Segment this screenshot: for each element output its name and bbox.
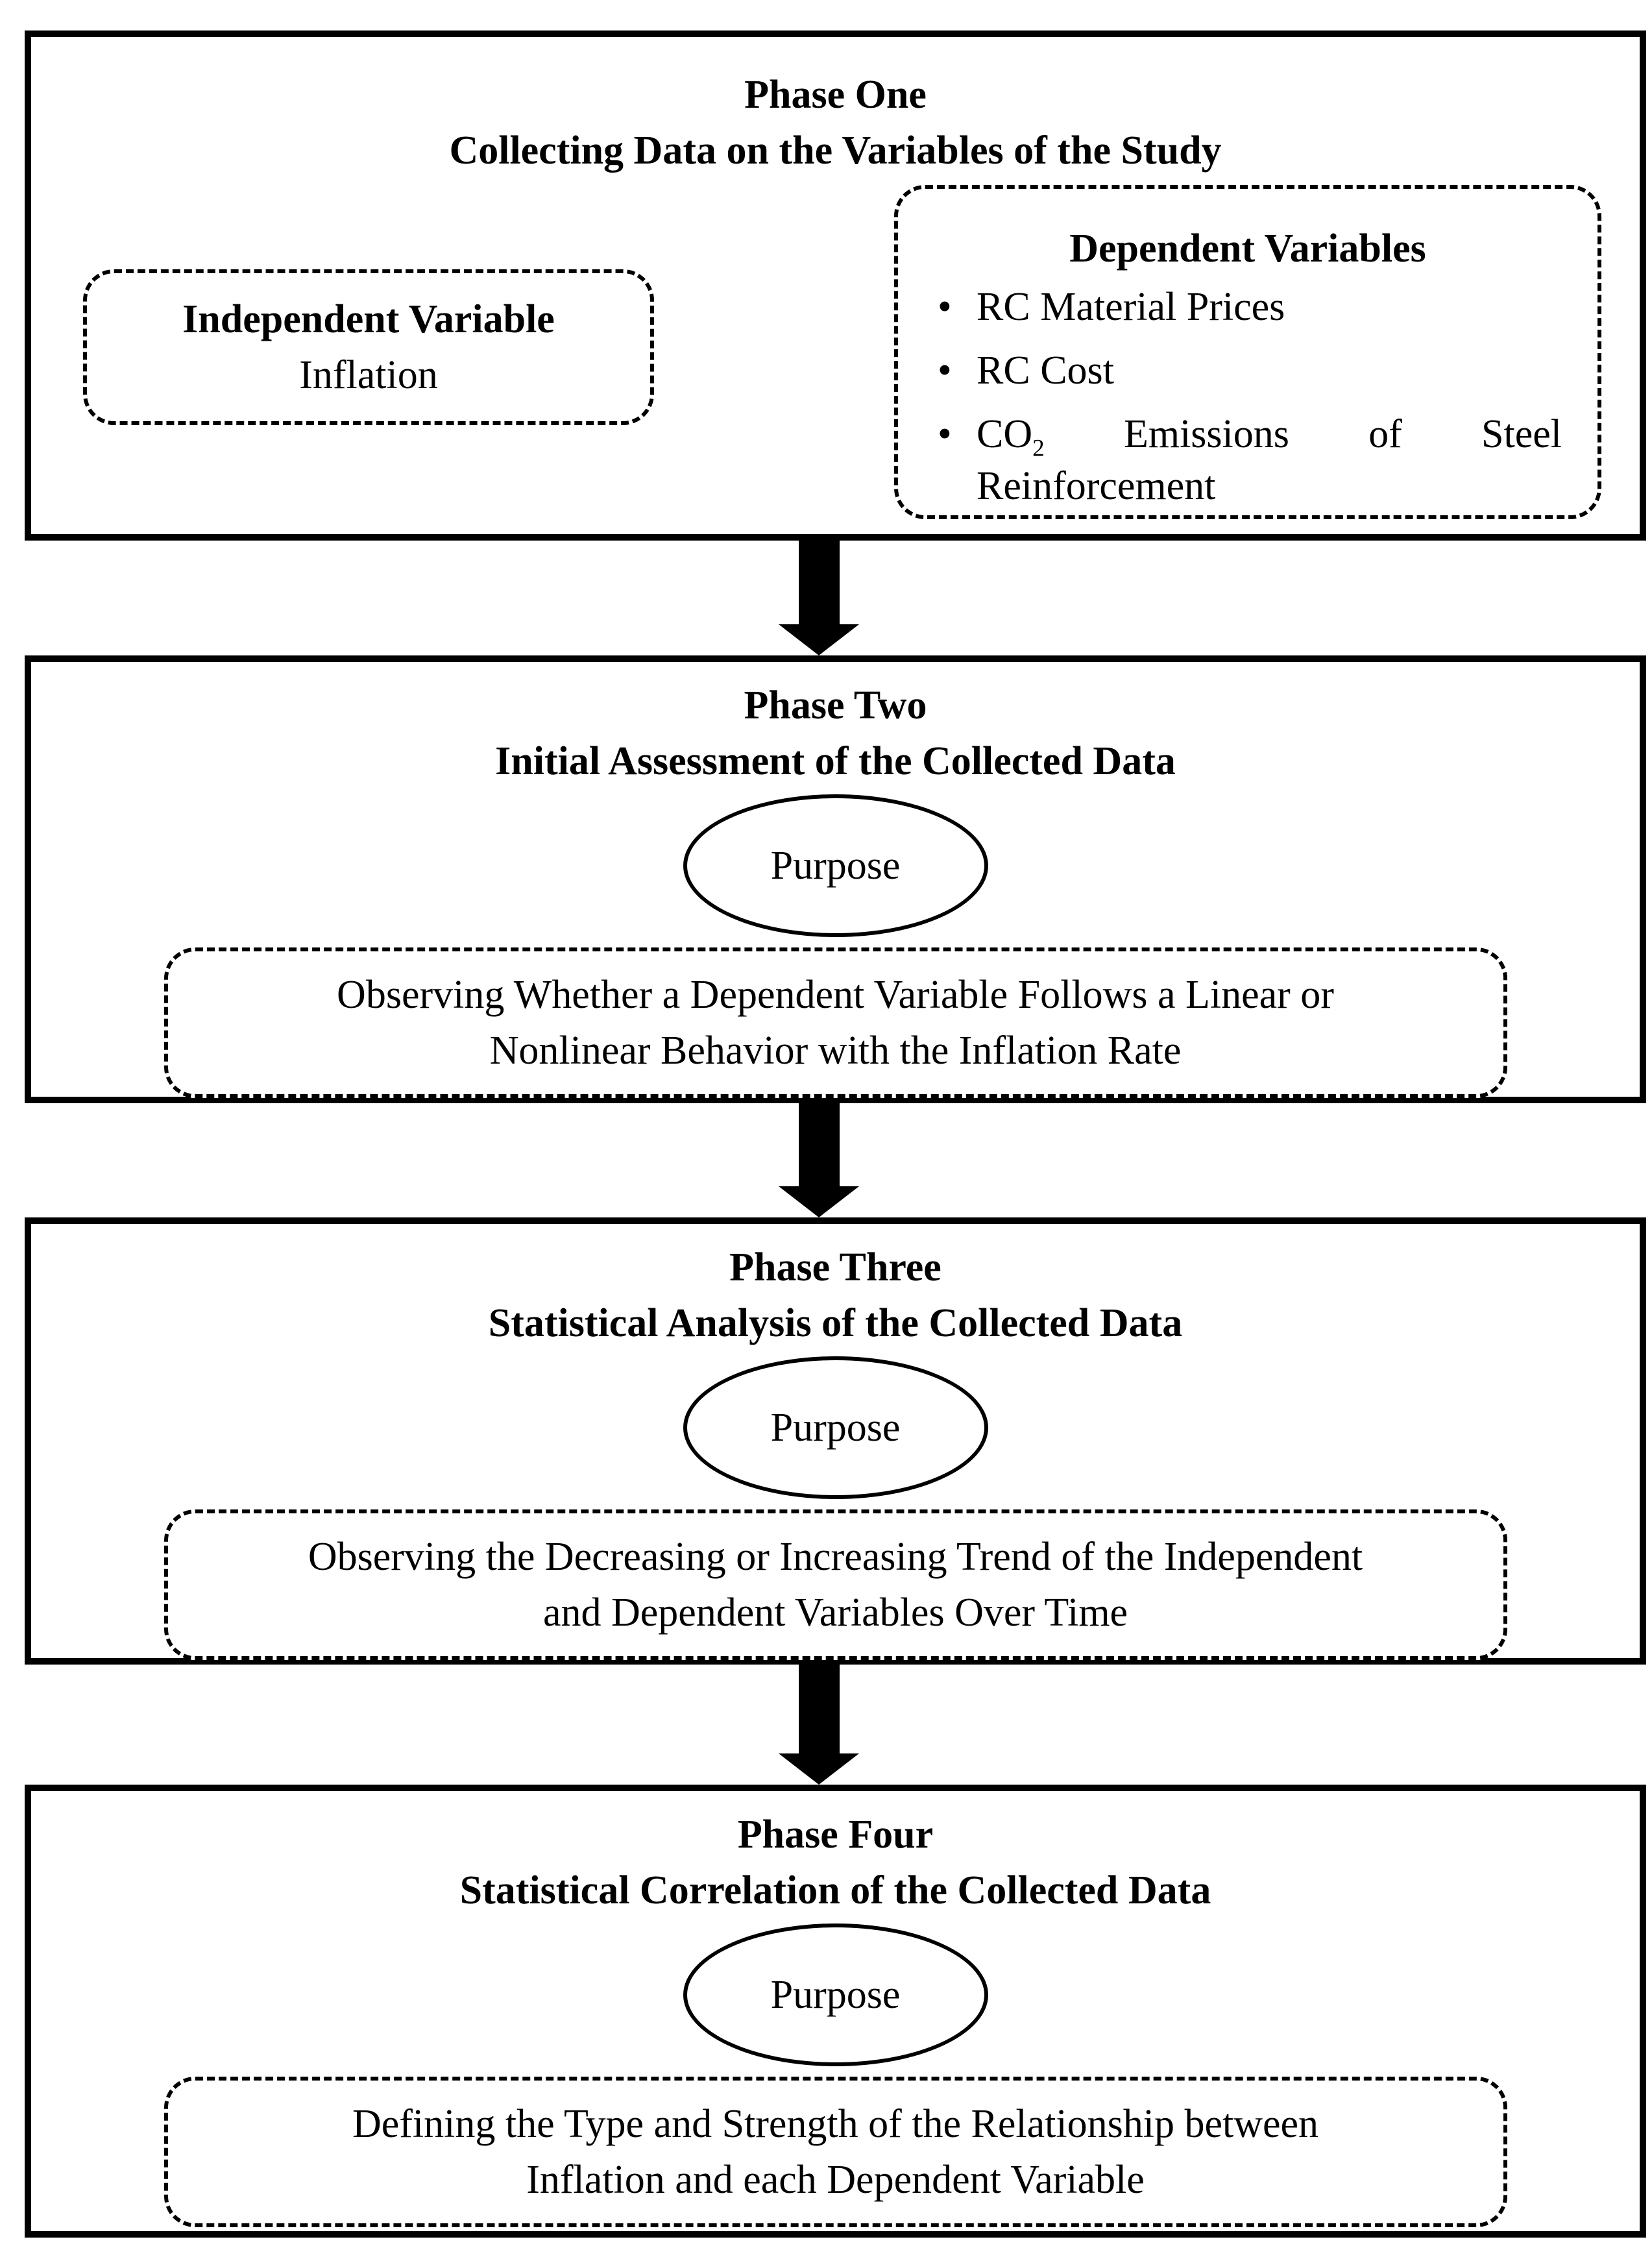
purpose-text-line: Defining the Type and Strength of the Re… (352, 2102, 1319, 2146)
list-item-label: RC Cost (977, 348, 1114, 393)
phase-one-title: Phase One (744, 73, 927, 117)
purpose-text-line: Inflation and each Dependent Variable (526, 2158, 1145, 2202)
purpose-text-line: Observing the Decreasing or Increasing T… (308, 1535, 1363, 1579)
phase-two-title: Phase Two (744, 683, 927, 727)
list-item: • RC Material Prices (934, 281, 1562, 333)
subscript-two: 2 (1032, 435, 1045, 462)
dependent-variables-heading: Dependent Variables (1069, 226, 1426, 271)
arrow-head (779, 1753, 859, 1785)
phase-two-box: Phase Two Initial Assessment of the Coll… (25, 655, 1646, 1103)
purpose-description-box: Observing Whether a Dependent Variable F… (164, 947, 1507, 1098)
phase-three-title: Phase Three (729, 1245, 941, 1289)
purpose-description-box: Defining the Type and Strength of the Re… (164, 2077, 1507, 2227)
list-item: • CO2 Emissions of Steel Reinforcement (934, 408, 1562, 512)
bullet-icon: • (938, 285, 952, 329)
phase-three-box: Phase Three Statistical Analysis of the … (25, 1217, 1646, 1665)
independent-variable-box: Independent Variable Inflation (83, 269, 654, 425)
bullet-icon: • (938, 348, 952, 393)
flow-arrow-down (779, 1665, 859, 1785)
phase-four-box: Phase Four Statistical Correlation of th… (25, 1785, 1646, 2238)
bullet-icon: • (938, 412, 952, 456)
purpose-text-line: Nonlinear Behavior with the Inflation Ra… (489, 1029, 1182, 1073)
list-item-label: CO2 Emissions of Steel Reinforcement (977, 412, 1562, 508)
phase-four-title: Phase Four (737, 1813, 934, 1857)
purpose-ellipse: Purpose (683, 1356, 988, 1499)
flow-arrow-down (779, 1103, 859, 1217)
independent-variable-heading: Independent Variable (182, 297, 555, 341)
dependent-variables-box: Dependent Variables • RC Material Prices… (894, 185, 1601, 519)
list-item-label: RC Material Prices (977, 285, 1285, 329)
independent-variable-value: Inflation (299, 353, 438, 397)
purpose-description-box: Observing the Decreasing or Increasing T… (164, 1509, 1507, 1660)
arrow-head (779, 1186, 859, 1217)
arrow-shaft (798, 541, 840, 624)
flow-arrow-down (779, 541, 859, 655)
phase-one-box: Phase One Collecting Data on the Variabl… (25, 31, 1646, 541)
purpose-label: Purpose (770, 844, 901, 888)
phase-one-subtitle: Collecting Data on the Variables of the … (449, 128, 1222, 173)
arrow-shaft (798, 1665, 840, 1753)
purpose-ellipse: Purpose (683, 1923, 988, 2066)
arrow-shaft (798, 1103, 840, 1186)
purpose-text-line: Observing Whether a Dependent Variable F… (337, 973, 1334, 1017)
list-item: • RC Cost (934, 345, 1562, 397)
phase-two-subtitle: Initial Assessment of the Collected Data (495, 739, 1176, 783)
dependent-variables-list: • RC Material Prices • RC Cost • CO2 Emi… (934, 281, 1562, 512)
purpose-text-line: and Dependent Variables Over Time (542, 1591, 1128, 1635)
arrow-head (779, 624, 859, 655)
purpose-ellipse: Purpose (683, 794, 988, 937)
phase-three-subtitle: Statistical Analysis of the Collected Da… (488, 1301, 1183, 1345)
purpose-label: Purpose (770, 1406, 901, 1450)
purpose-label: Purpose (770, 1973, 901, 2017)
phase-four-subtitle: Statistical Correlation of the Collected… (459, 1868, 1211, 1912)
